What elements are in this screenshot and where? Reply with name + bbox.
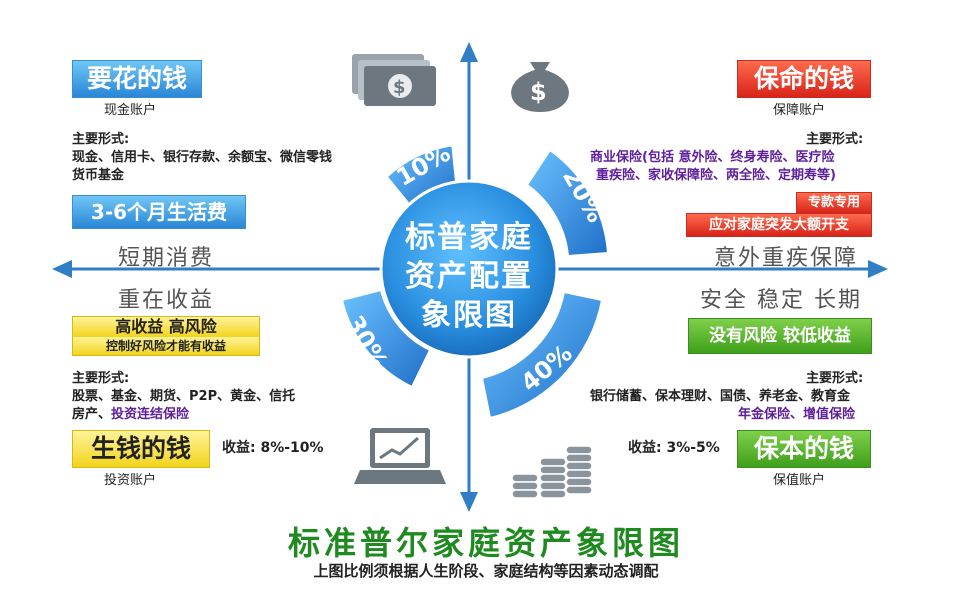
top-left-forms-label: 主要形式: [72,132,130,147]
top-left-forms-line1: 现金、信用卡、银行存款、余额宝、微信零钱 [72,150,333,165]
bottom-left-account: 投资账户 [104,473,157,488]
center-title-line1: 标普家庭 [405,220,533,255]
bottom-left-forms-label: 主要形式: [72,371,130,386]
footer-title: 标准普尔家庭资产象限图 [287,524,684,562]
bottom-left-forms-line2: 房产、投资连结保险 [72,406,189,423]
bottom-left-badge-line1: 高收益 高风险 [72,316,260,337]
bottom-right-account: 保值账户 [773,473,826,488]
arc-q2 [525,148,610,258]
top-left-axis-top: 短期消费 [118,246,215,271]
center-circle [379,179,559,359]
bottom-right-forms-label: 主要形式: [806,371,864,386]
money-bag-icon: $ [511,62,569,112]
top-right-badge-line2: 应对家庭突发大额开支 [686,213,872,237]
laptop-chart-icon [354,428,446,484]
axis-arrow-left [52,260,72,278]
bottom-right-forms-line2: 年金保险、增值保险 [738,407,856,422]
svg-text:$: $ [393,77,406,98]
top-left-forms-line2: 货币基金 [72,168,125,183]
top-left-axis-bottom: 重在收益 [118,288,215,313]
bottom-left-forms-line2b: 投资连结保险 [111,407,190,422]
arc-q3 [340,288,432,389]
bottom-right-badge: 没有风险 较低收益 [688,318,872,354]
bottom-left-badge-line2: 控制好风险才能有收益 [72,337,260,356]
svg-text:$: $ [530,78,547,106]
top-right-axis-bottom: 安全 稳定 长期 [700,288,862,313]
axis-arrow-up [460,42,478,62]
bottom-right-title: 保本的钱 [737,430,871,468]
top-right-forms-label: 主要形式: [806,132,864,147]
top-right-badge-line1: 专款专用 [796,192,872,214]
top-right-account: 保障账户 [773,103,826,118]
banknotes-icon: $ [352,54,436,106]
top-left-title: 要花的钱 [72,60,202,98]
axis-arrow-right [868,260,888,278]
top-right-title: 保命的钱 [737,60,871,98]
top-left-account: 现金账户 [104,103,157,118]
arc-q4 [480,290,604,420]
bottom-left-forms-line2a: 房产、 [72,407,112,422]
top-right-axis-top: 意外重疾保障 [714,246,859,271]
footer-subtitle: 上图比例须根据人生阶段、家庭结构等因素动态调配 [313,562,659,580]
top-right-forms-line1: 商业保险(包括 意外险、终身寿险、医疗险 [590,150,835,165]
bottom-left-title: 生钱的钱 [72,430,210,468]
bottom-right-forms-line1: 银行储蓄、保本理财、国债、养老金、教育金 [590,389,851,404]
bottom-left-forms-line1: 股票、基金、期货、P2P、黄金、信托 [72,389,296,404]
bottom-left-return: 收益: 8%-10% [222,440,324,456]
coin-stacks-icon [511,445,593,499]
top-left-badge: 3-6个月生活费 [72,195,246,229]
top-right-forms-line2: 重疾险、家收保障险、两全险、定期寿等) [596,168,836,183]
bottom-right-return: 收益: 3%-5% [628,440,720,456]
center-title-line3: 象限图 [421,298,517,333]
center-title-line2: 资产配置 [405,259,533,294]
axis-arrow-down [460,492,478,512]
